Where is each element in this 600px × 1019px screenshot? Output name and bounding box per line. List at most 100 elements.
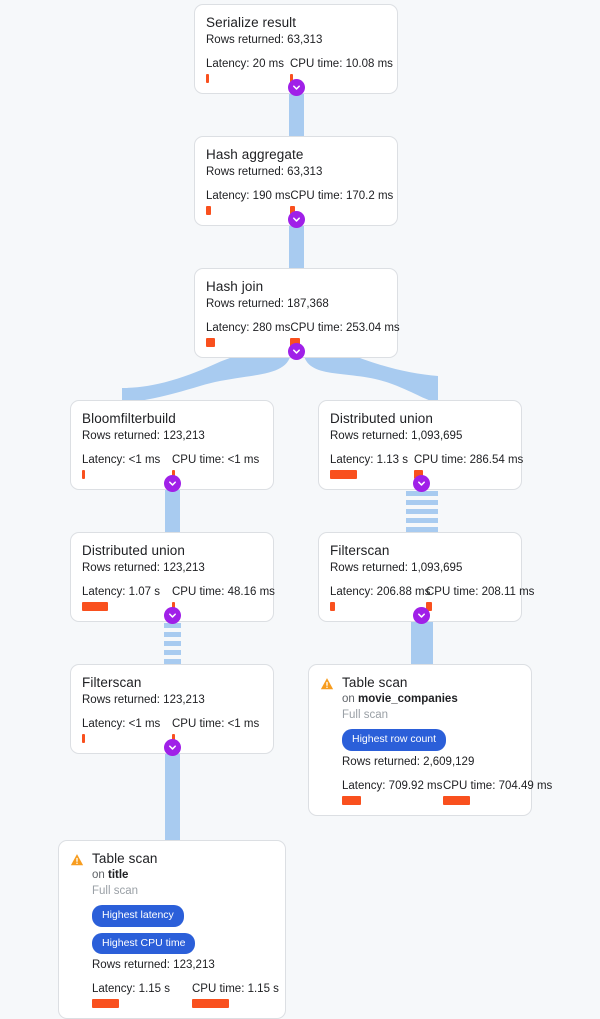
rows-returned: Rows returned: 63,313 (206, 166, 323, 178)
cpu-metric: CPU time: <1 ms (172, 453, 262, 479)
rows-returned: Rows returned: 63,313 (206, 34, 323, 46)
node-title: Filterscan (330, 543, 390, 558)
collapse-chevron-filterscan-right[interactable] (413, 607, 430, 624)
warning-triangle-icon (320, 678, 334, 690)
latency-bar (82, 470, 85, 479)
cpu-label: CPU time: <1 ms (172, 718, 260, 730)
latency-bar (342, 795, 361, 805)
collapse-chevron-bloomfilterbuild[interactable] (164, 475, 181, 492)
cpu-metric: CPU time: 48.16 ms (172, 585, 275, 611)
cpu-metric: CPU time: <1 ms (172, 717, 262, 743)
latency-label: Latency: 20 ms (206, 58, 284, 70)
cpu-label: CPU time: <1 ms (172, 454, 260, 466)
node-metrics: Latency: 709.92 ms CPU time: 704.49 ms (342, 779, 553, 805)
chevron-down-icon (169, 481, 176, 486)
cpu-bar (426, 602, 432, 611)
rows-returned: Rows returned: 187,368 (206, 298, 329, 310)
cpu-label: CPU time: 253.04 ms (290, 322, 400, 334)
plan-node-table-scan-movie-companies[interactable]: Table scan on movie_companies Full scan … (308, 664, 552, 816)
cpu-bar (172, 734, 175, 743)
latency-bar (206, 338, 215, 347)
node-body: Table scan on movie_companies Full scan … (342, 674, 553, 805)
on-prefix: on (342, 693, 355, 705)
cpu-bar (443, 795, 470, 805)
plan-node-table-scan-title[interactable]: Table scan on title Full scan Highest la… (58, 840, 286, 1019)
node-header: Hash aggregate (206, 146, 386, 163)
latency-bar (82, 602, 108, 611)
cpu-bar (192, 999, 229, 1008)
cpu-metric: CPU time: 1.15 s (192, 982, 292, 1008)
scan-type: Full scan (92, 885, 139, 897)
latency-bar (82, 734, 85, 743)
latency-bar (330, 602, 335, 611)
chevron-down-icon (418, 481, 425, 486)
collapse-chevron-distributed-union-left[interactable] (164, 607, 181, 624)
cpu-metric: CPU time: 253.04 ms (290, 321, 400, 347)
status-badge[interactable]: Highest row count (342, 729, 447, 751)
node-metrics: Latency: 206.88 ms CPU time: 208.11 ms (330, 585, 534, 611)
status-badge-latency[interactable]: Highest latency (92, 905, 184, 927)
cpu-bar (290, 206, 296, 215)
node-table-line: on movie_companies (342, 692, 544, 707)
cpu-metric: CPU time: 286.54 ms (414, 453, 524, 479)
cpu-bar (172, 470, 175, 479)
table-name: movie_companies (358, 693, 458, 705)
latency-label: Latency: 1.15 s (92, 983, 170, 995)
collapse-chevron-distributed-union-right[interactable] (413, 475, 430, 492)
cpu-metric: CPU time: 704.49 ms (443, 779, 553, 805)
node-header: Distributed union (330, 410, 510, 427)
status-badge-cpu[interactable]: Highest CPU time (92, 932, 196, 954)
node-title: Bloomfilterbuild (82, 411, 176, 426)
cpu-metric: CPU time: 10.08 ms (290, 57, 393, 83)
collapse-chevron-filterscan-left[interactable] (164, 739, 181, 756)
node-title: Filterscan (82, 675, 142, 690)
warning-triangle-icon (70, 854, 84, 866)
cpu-label: CPU time: 170.2 ms (290, 190, 394, 202)
latency-metric: Latency: <1 ms (82, 453, 172, 479)
node-header: Filterscan (82, 674, 262, 691)
cpu-label: CPU time: 208.11 ms (426, 586, 535, 598)
node-header: Table scan on title Full scan Highest la… (70, 850, 279, 1008)
rows-returned: Rows returned: 123,213 (92, 959, 215, 971)
chevron-down-icon (169, 745, 176, 750)
node-header: Hash join (206, 278, 386, 295)
node-title: Table scan (342, 675, 408, 690)
node-title: Hash aggregate (206, 147, 304, 162)
collapse-chevron-serialize-result[interactable] (288, 79, 305, 96)
node-title: Serialize result (206, 15, 297, 30)
node-title: Distributed union (330, 411, 434, 426)
cpu-bar (290, 74, 293, 83)
latency-label: Latency: 206.88 ms (330, 586, 431, 598)
node-title: Table scan (92, 851, 158, 866)
latency-metric: Latency: 1.13 s (330, 453, 414, 479)
node-header: Filterscan (330, 542, 510, 559)
rows-returned: Rows returned: 123,213 (82, 430, 205, 442)
rows-returned: Rows returned: 123,213 (82, 694, 205, 706)
cpu-label: CPU time: 286.54 ms (414, 454, 524, 466)
chevron-down-icon (293, 217, 300, 222)
node-metrics: Latency: <1 ms CPU time: <1 ms (82, 453, 262, 479)
node-body: Table scan on title Full scan Highest la… (92, 850, 292, 1008)
latency-label: Latency: <1 ms (82, 718, 161, 730)
latency-metric: Latency: 20 ms (206, 57, 290, 83)
latency-bar (92, 999, 119, 1008)
rows-returned: Rows returned: 1,093,695 (330, 430, 463, 442)
node-header: Serialize result (206, 14, 386, 31)
table-name: title (108, 869, 129, 881)
edge-filterscan-to-distributedunion-left (164, 614, 181, 666)
node-title: Distributed union (82, 543, 186, 558)
latency-metric: Latency: 1.07 s (82, 585, 172, 611)
latency-metric: Latency: 1.15 s (92, 982, 192, 1008)
rows-returned: Rows returned: 1,093,695 (330, 562, 463, 574)
collapse-chevron-hash-join[interactable] (288, 343, 305, 360)
chevron-down-icon (293, 85, 300, 90)
chevron-down-icon (418, 613, 425, 618)
latency-metric: Latency: 709.92 ms (342, 779, 443, 805)
latency-metric: Latency: <1 ms (82, 717, 172, 743)
cpu-label: CPU time: 704.49 ms (443, 779, 553, 792)
latency-bar (206, 206, 211, 215)
collapse-chevron-hash-aggregate[interactable] (288, 211, 305, 228)
node-metrics: Latency: 1.07 s CPU time: 48.16 ms (82, 585, 275, 611)
latency-metric: Latency: 206.88 ms (330, 585, 431, 611)
